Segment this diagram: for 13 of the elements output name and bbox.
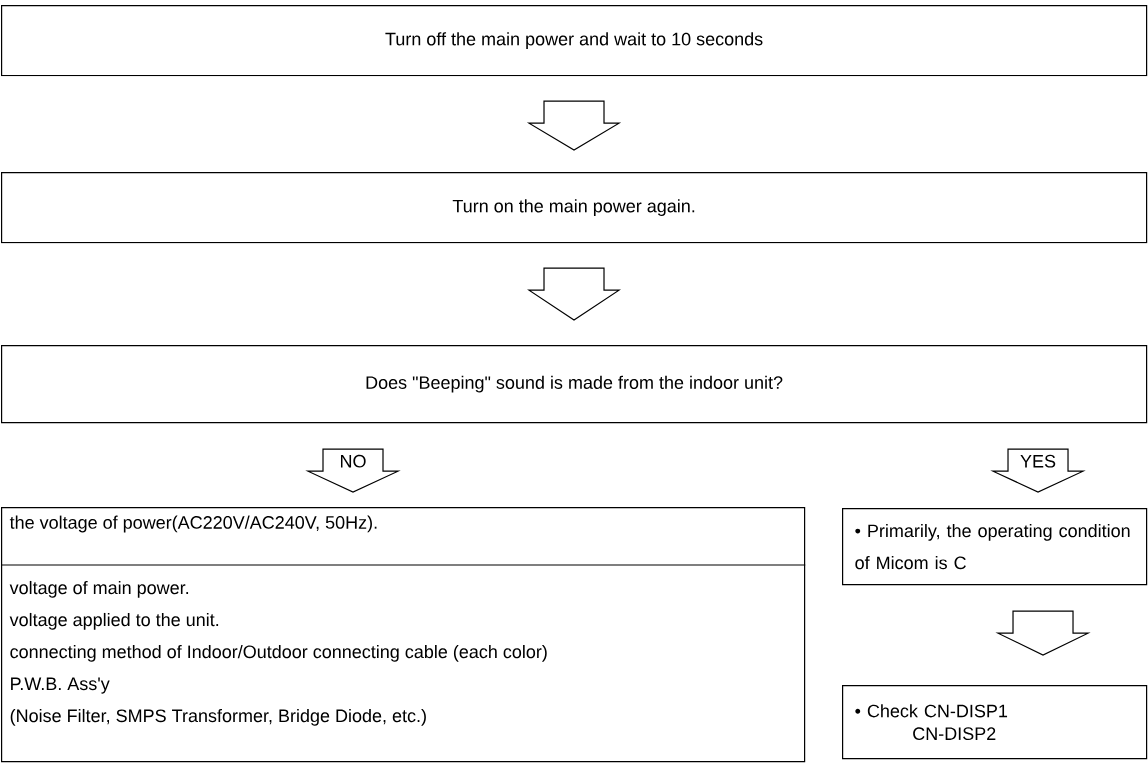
result-box: • Check CN-DISP1 CN-DISP2 <box>842 685 1148 760</box>
edge-label: YES <box>1020 454 1056 468</box>
process-box: Does "Beeping" sound is made from the indoor unit? <box>1 345 1148 424</box>
block-arrow <box>305 448 401 493</box>
block-arrow <box>995 610 1091 656</box>
checklist-box: the voltage of power(AC220V/AC240V, 50Hz). voltage of main power. voltage applied to the unit. connecting method of Indoor/Outdoor connecting cable (each color) P.W.B. Ass'y (Noise Filter, SMPS Transformer, Bridge Diode, etc.) <box>0 507 806 763</box>
block-arrow <box>990 448 1086 493</box>
edge-label: NO <box>341 454 366 468</box>
process-box: Turn on the main power again. <box>1 172 1148 244</box>
process-box: Turn off the main power and wait to 10 seconds <box>1 5 1148 77</box>
block-arrow <box>527 267 621 321</box>
block-arrow <box>526 100 622 151</box>
result-box: • Primarily, the operating condition of Micom is C <box>842 508 1148 586</box>
